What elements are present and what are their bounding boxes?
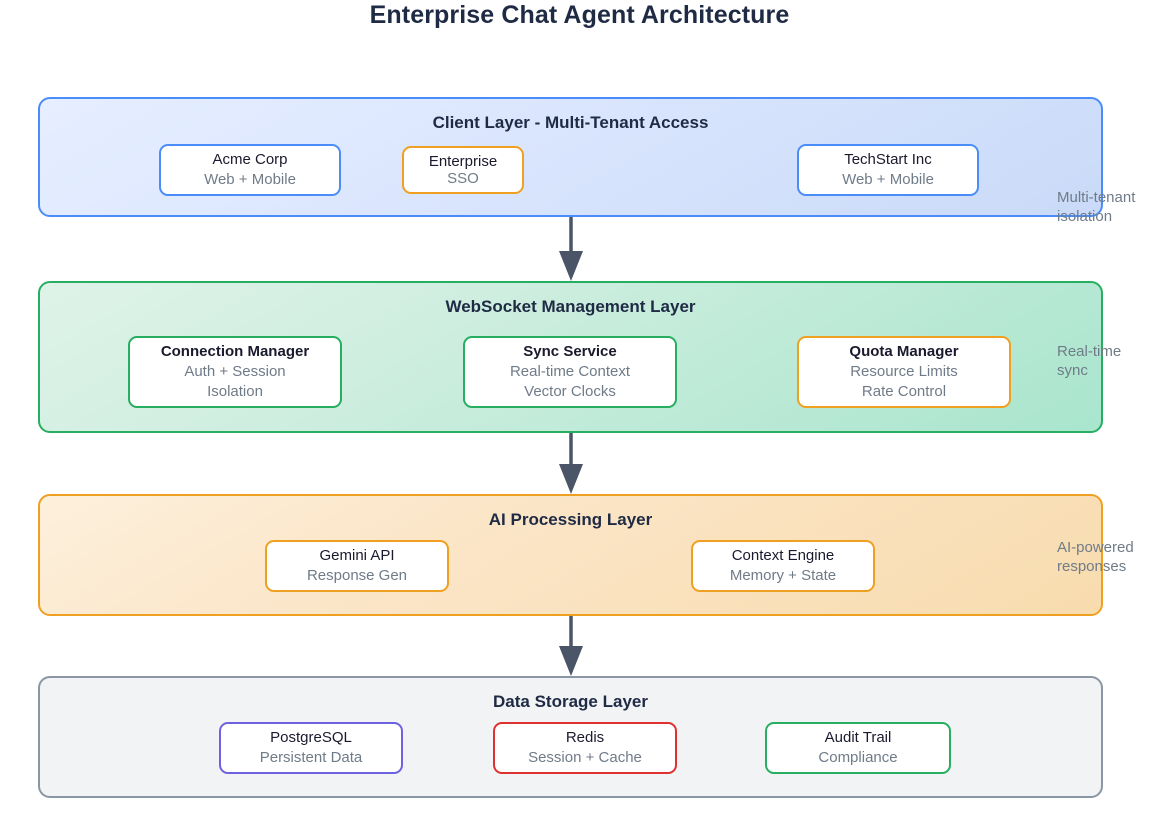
node-techstart-inc-subtitle: Web + Mobile bbox=[842, 171, 934, 188]
page-title: Enterprise Chat Agent Architecture bbox=[369, 1, 790, 29]
node-enterprise-sso-subtitle: SSO bbox=[447, 170, 479, 187]
node-audit-trail-title: Audit Trail bbox=[824, 729, 892, 746]
node-redis[interactable]: Redis Session + Cache bbox=[493, 722, 677, 774]
node-context-engine[interactable]: Context Engine Memory + State bbox=[691, 540, 875, 592]
node-enterprise-sso[interactable]: Enterprise SSO bbox=[402, 146, 524, 194]
annotation-ai-powered-responses: AI-powered responses bbox=[1057, 539, 1134, 575]
layer-data-title: Data Storage Layer bbox=[493, 692, 648, 711]
node-gemini-api-subtitle: Response Gen bbox=[306, 567, 408, 584]
node-redis-title: Redis bbox=[565, 729, 605, 746]
connector-websocket-to-ai bbox=[556, 433, 586, 494]
node-quota-manager-subtitle-2: Rate Control bbox=[861, 383, 947, 400]
node-context-engine-subtitle: Memory + State bbox=[729, 567, 837, 584]
node-connection-manager-title: Connection Manager bbox=[160, 343, 310, 360]
connector-client-to-websocket bbox=[556, 217, 586, 281]
node-acme-corp-subtitle: Web + Mobile bbox=[204, 171, 296, 188]
layer-ai-title: AI Processing Layer bbox=[488, 510, 653, 529]
annotation-multi-tenant-isolation: Multi-tenant isolation bbox=[1057, 189, 1136, 225]
node-audit-trail[interactable]: Audit Trail Compliance bbox=[765, 722, 951, 774]
node-audit-trail-subtitle: Compliance bbox=[818, 749, 898, 766]
node-quota-manager-subtitle-1: Resource Limits bbox=[850, 363, 958, 380]
node-context-engine-title: Context Engine bbox=[731, 547, 835, 564]
node-connection-manager-subtitle-2: Isolation bbox=[207, 383, 263, 400]
node-sync-service-subtitle-1: Real-time Context bbox=[509, 363, 631, 380]
node-acme-corp-title: Acme Corp bbox=[212, 151, 288, 168]
node-sync-service-title: Sync Service bbox=[523, 343, 617, 360]
layer-ai-processing: AI Processing Layer bbox=[38, 494, 1103, 616]
node-gemini-api[interactable]: Gemini API Response Gen bbox=[265, 540, 449, 592]
node-quota-manager-title: Quota Manager bbox=[849, 343, 959, 360]
node-connection-manager-subtitle-1: Auth + Session bbox=[184, 363, 286, 380]
node-postgresql[interactable]: PostgreSQL Persistent Data bbox=[219, 722, 403, 774]
annotation-real-time-sync: Real-time sync bbox=[1057, 343, 1122, 379]
node-postgresql-subtitle: Persistent Data bbox=[259, 749, 363, 766]
node-redis-subtitle: Session + Cache bbox=[528, 749, 642, 766]
node-enterprise-sso-title: Enterprise bbox=[428, 153, 498, 170]
layer-websocket-title: WebSocket Management Layer bbox=[445, 297, 696, 316]
node-techstart-inc[interactable]: TechStart Inc Web + Mobile bbox=[797, 144, 979, 196]
node-techstart-inc-title: TechStart Inc bbox=[844, 151, 932, 168]
node-connection-manager[interactable]: Connection Manager Auth + Session Isolat… bbox=[128, 336, 342, 408]
node-quota-manager[interactable]: Quota Manager Resource Limits Rate Contr… bbox=[797, 336, 1011, 408]
connector-ai-to-data bbox=[556, 616, 586, 676]
node-gemini-api-title: Gemini API bbox=[319, 547, 395, 564]
node-acme-corp[interactable]: Acme Corp Web + Mobile bbox=[159, 144, 341, 196]
node-sync-service-subtitle-2: Vector Clocks bbox=[524, 383, 616, 400]
node-postgresql-title: PostgreSQL bbox=[270, 729, 352, 746]
layer-client-title: Client Layer - Multi-Tenant Access bbox=[432, 113, 709, 132]
node-sync-service[interactable]: Sync Service Real-time Context Vector Cl… bbox=[463, 336, 677, 408]
